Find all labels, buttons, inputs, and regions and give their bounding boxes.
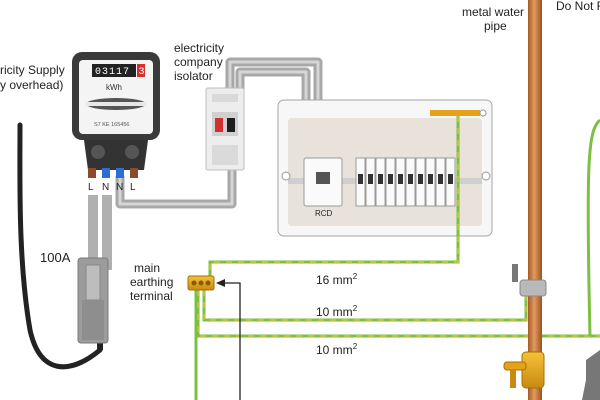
terminal-live-out bbox=[130, 168, 138, 178]
pipe-clamp-bolt bbox=[512, 264, 518, 282]
mcb-toggle bbox=[378, 174, 383, 184]
met-screw bbox=[191, 280, 197, 286]
earth-conductor-10mm-water bbox=[202, 290, 528, 322]
supply-label-line2: y overhead) bbox=[0, 78, 63, 92]
met-pointer-arrow-line bbox=[224, 282, 241, 400]
rcd-label: RCD bbox=[315, 209, 333, 218]
terminal-neutral-in bbox=[102, 168, 110, 178]
meter-seal-right bbox=[125, 145, 139, 159]
isolator-label-line2: company bbox=[174, 55, 223, 69]
cable-size-label-10a: 10 mm2 bbox=[316, 304, 358, 319]
meter-reading: 03117 bbox=[95, 67, 130, 78]
mcb-toggle bbox=[438, 174, 443, 184]
mcb-toggle bbox=[398, 174, 403, 184]
cable-size-16-sup: 2 bbox=[353, 272, 358, 281]
isolator-label-line3: isolator bbox=[174, 69, 213, 83]
water-pipe-label-line2: pipe bbox=[484, 19, 507, 33]
earthing-label-line2: earthing bbox=[130, 275, 173, 289]
meter-tail-left bbox=[88, 195, 98, 270]
mcb-toggle bbox=[408, 174, 413, 184]
cu-earth-bar bbox=[430, 110, 480, 116]
met-screw bbox=[205, 280, 211, 286]
mcb-toggle bbox=[418, 174, 423, 184]
mcb-toggle bbox=[368, 174, 373, 184]
pipe-valve-stem bbox=[510, 370, 516, 388]
cu-screw-right bbox=[481, 171, 491, 181]
met-pointer-arrow-head bbox=[216, 279, 225, 287]
pipe-valve-handle bbox=[503, 361, 527, 371]
terminal-label-N1: N bbox=[102, 182, 109, 193]
earth-conductor-10mm-gas-stripe bbox=[197, 290, 600, 337]
rcd-toggle bbox=[316, 172, 330, 184]
pipe-valve-body bbox=[521, 351, 545, 389]
mcb-toggle bbox=[358, 174, 363, 184]
cu-screw-left bbox=[281, 171, 291, 181]
meter-counter bbox=[92, 64, 136, 77]
cable-size-label-10b: 10 mm2 bbox=[316, 342, 358, 357]
meter-tail-right bbox=[102, 195, 112, 270]
isolator-switch-left bbox=[215, 118, 223, 132]
cu-earth-bar-end bbox=[479, 109, 487, 117]
meter-reading-last: 3 bbox=[139, 67, 145, 78]
earth-conductor-10mm-water-stripe bbox=[203, 290, 527, 321]
cable-size-16-num: 16 mm bbox=[316, 273, 353, 287]
cable-size-10b-num: 10 mm bbox=[316, 343, 353, 357]
earth-conductor-right-exit bbox=[586, 118, 600, 337]
terminal-neutral-out bbox=[116, 168, 124, 178]
isolator-bottom bbox=[212, 145, 238, 165]
fuse-rating-label: 100A bbox=[40, 250, 71, 265]
cable-size-10b-sup: 2 bbox=[353, 342, 358, 351]
earth-conductor-16mm-stripe bbox=[209, 116, 459, 278]
supply-label-line1: ricity Supply bbox=[0, 63, 65, 77]
earthing-label-line1: main bbox=[134, 261, 160, 275]
meter-face bbox=[79, 60, 153, 134]
pipe-earth-clamp bbox=[519, 279, 547, 297]
isolator-top-cap bbox=[212, 94, 238, 102]
cable-size-10a-sup: 2 bbox=[353, 304, 358, 313]
met-screw bbox=[198, 280, 204, 286]
terminal-live-in bbox=[88, 168, 96, 178]
cable-size-10a-num: 10 mm bbox=[316, 305, 353, 319]
meter-unit: kWh bbox=[106, 83, 122, 92]
cutout-body bbox=[82, 300, 104, 340]
gas-meter-fragment bbox=[582, 350, 600, 400]
supply-cable bbox=[17, 122, 103, 370]
mcb-toggle bbox=[388, 174, 393, 184]
water-pipe-label-line1: metal water bbox=[462, 5, 524, 19]
terminal-label-L2: L bbox=[130, 182, 136, 193]
meter-reading-last-digit bbox=[137, 64, 145, 77]
mcb-toggle bbox=[428, 174, 433, 184]
meter-disc-slot bbox=[86, 102, 146, 106]
meter-to-isolator-cable-inner bbox=[118, 168, 234, 206]
metal-water-pipe bbox=[528, 0, 542, 400]
mcb-toggle bbox=[448, 174, 453, 184]
meter-seal-left bbox=[91, 145, 105, 159]
do-not-label: Do Not F bbox=[556, 0, 600, 13]
earthing-label-line3: terminal bbox=[130, 289, 173, 303]
cutout-fuse-carrier bbox=[85, 264, 101, 301]
mcb-row bbox=[355, 157, 456, 207]
terminal-label-L1: L bbox=[88, 182, 94, 193]
isolator-switch-right bbox=[227, 118, 235, 132]
isolator-label-line1: electricity bbox=[174, 41, 224, 55]
meter-serial: S7 KE 165456 bbox=[94, 122, 129, 128]
cable-size-label-16: 16 mm2 bbox=[316, 272, 358, 287]
terminal-label-N2: N bbox=[116, 182, 123, 193]
